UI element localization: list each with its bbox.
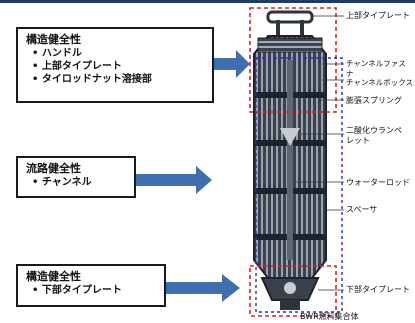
flow-path-box: 流路健全性 チャンネル <box>16 156 136 198</box>
assembly-caption: BWR燃料集合体 <box>300 312 359 321</box>
label-upper-tie-plate: 上部タイプレート <box>346 11 410 20</box>
upper-region-outline <box>249 7 337 113</box>
flow-box-title: 流路健全性 <box>26 162 81 175</box>
fuel-assembly-body <box>253 35 327 310</box>
arrow-middle <box>136 166 212 194</box>
title-bar-strip <box>0 0 415 3</box>
upper-structure-box: 構造健全性 ハンドル 上部タイプレート タイロッドナット溶接部 <box>16 27 214 103</box>
label-channel-fastener: チャンネルファスナ <box>346 59 406 78</box>
flow-box-item: チャンネル <box>32 176 134 189</box>
lower-structure-box: 構造健全性 下部タイプレート <box>16 264 166 307</box>
handle-icon <box>266 10 314 36</box>
arrow-upper <box>214 50 250 78</box>
upper-box-title: 構造健全性 <box>26 33 81 46</box>
label-fuel-pellet: 二酸化ウランペレット <box>346 126 402 145</box>
lower-box-item: 下部タイプレート <box>32 284 164 297</box>
lower-box-title: 構造健全性 <box>26 270 81 283</box>
label-expansion-spring: 膨張スプリング <box>346 96 402 105</box>
channel-region-outline <box>255 57 343 313</box>
label-water-rod: ウォーターロッド <box>346 178 410 187</box>
lower-region-outline <box>249 265 337 317</box>
upper-box-item: 上部タイプレート <box>32 60 212 73</box>
arrow-lower <box>166 274 240 302</box>
label-channel-box: チャンネルボックス <box>346 78 414 87</box>
label-lower-tie-plate: 下部タイプレート <box>346 285 410 294</box>
upper-box-item: タイロッドナット溶接部 <box>32 73 212 86</box>
label-spacer: スペーサ <box>346 205 378 214</box>
upper-box-item: ハンドル <box>32 47 212 60</box>
leader-lines <box>293 15 344 291</box>
